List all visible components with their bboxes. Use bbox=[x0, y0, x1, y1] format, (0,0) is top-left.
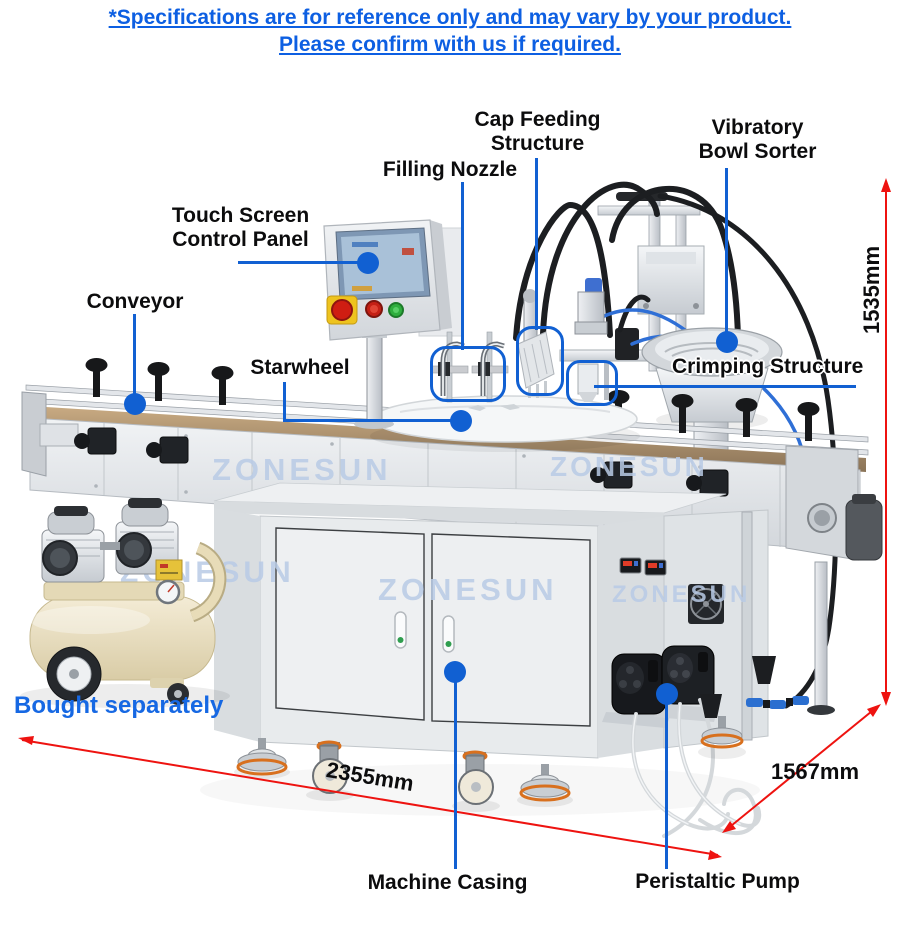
leader-line-filling-nozzle bbox=[461, 182, 464, 350]
leader-line-touch-screen bbox=[238, 261, 360, 264]
disclaimer-note: *Specifications are for reference only a… bbox=[0, 4, 900, 59]
marker-dot-conveyor bbox=[124, 393, 146, 415]
highlight-box-crimping bbox=[566, 360, 618, 406]
label-starwheel: Starwheel bbox=[250, 356, 350, 379]
dimension-line-depth bbox=[725, 706, 878, 831]
touch-panel bbox=[323, 219, 452, 429]
label-touch-screen-control-panel: Touch Screen Control Panel bbox=[171, 204, 310, 251]
dimension-lines bbox=[18, 178, 891, 860]
machine-cabinet bbox=[213, 482, 769, 759]
leader-line-machine-casing bbox=[454, 681, 457, 869]
rail-clamp-knobs bbox=[74, 358, 820, 497]
label-conveyor: Conveyor bbox=[86, 290, 184, 313]
leader-line-starwheel-vertical bbox=[283, 382, 286, 422]
emergency-stop-button bbox=[331, 299, 353, 321]
marker-dot-vibratory-bowl bbox=[716, 331, 738, 353]
feet-and-casters bbox=[234, 656, 776, 812]
leader-line-conveyor bbox=[133, 314, 136, 396]
bought-separately-note: Bought separately bbox=[14, 692, 224, 719]
highlight-box-filling-nozzle bbox=[430, 346, 506, 402]
disclaimer-line1: *Specifications are for reference only a… bbox=[108, 6, 792, 29]
label-machine-casing: Machine Casing bbox=[367, 871, 528, 894]
starwheel-disc bbox=[370, 395, 640, 452]
label-vibratory-bowl-sorter: Vibratory Bowl Sorter bbox=[698, 116, 817, 163]
cabinet-door-left bbox=[275, 527, 425, 721]
arrowhead-upright-icon bbox=[867, 704, 881, 717]
crimping-head bbox=[574, 278, 609, 402]
arrowhead-downleft-icon bbox=[722, 821, 736, 833]
leader-line-vibratory-bowl bbox=[725, 168, 728, 334]
watermark-text: ZONESUN bbox=[550, 451, 708, 482]
watermark-text: ZONESUN bbox=[378, 572, 558, 607]
leader-line-crimping bbox=[594, 385, 856, 388]
dimension-depth: 1567mm bbox=[770, 759, 860, 784]
watermark-text: ZONESUN bbox=[212, 452, 392, 487]
dimension-length: 2355mm bbox=[324, 756, 416, 797]
cabinet-door-right bbox=[431, 533, 591, 727]
marker-dot-peristaltic-pump bbox=[656, 683, 678, 705]
leader-line-cap-feeding bbox=[535, 158, 538, 330]
peristaltic-pumps bbox=[602, 645, 809, 838]
arrowhead-right-icon bbox=[708, 850, 722, 860]
disclaimer-line2: Please confirm with us if required. bbox=[279, 33, 621, 57]
marker-dot-touch-screen bbox=[357, 252, 379, 274]
marker-dot-machine-casing bbox=[444, 661, 466, 683]
label-cap-feeding-structure: Cap Feeding Structure bbox=[474, 108, 601, 155]
arrowhead-up-icon bbox=[881, 178, 891, 192]
air-compressor bbox=[20, 498, 230, 708]
arrowhead-down-icon bbox=[881, 692, 891, 706]
dimension-line-length bbox=[21, 739, 719, 856]
label-crimping-structure: Crimping Structure bbox=[672, 355, 864, 378]
label-peristaltic-pump: Peristaltic Pump bbox=[635, 870, 800, 893]
marker-dot-starwheel bbox=[450, 410, 472, 432]
leader-line-peristaltic-pump bbox=[665, 703, 668, 869]
cable-connectors bbox=[746, 696, 809, 709]
watermark-text: ZONESUN bbox=[612, 581, 750, 608]
label-filling-nozzle: Filling Nozzle bbox=[382, 158, 518, 181]
leader-line-starwheel-horizontal bbox=[283, 419, 453, 422]
arrowhead-left-icon bbox=[18, 736, 34, 745]
dimension-height: 1535mm bbox=[859, 245, 884, 335]
highlight-box-cap-feeding bbox=[516, 326, 564, 396]
